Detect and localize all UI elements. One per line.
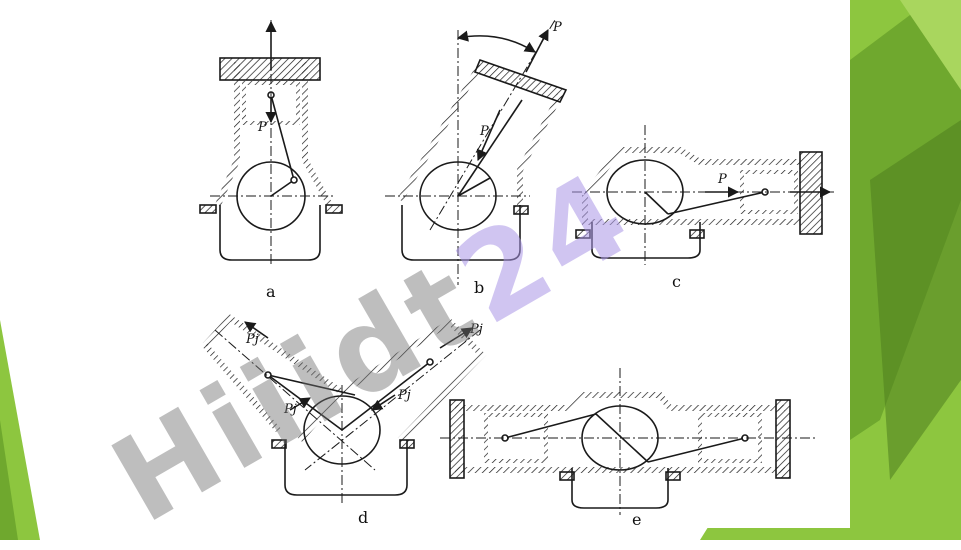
force-label-a: P: [258, 120, 267, 135]
engine-b: [385, 19, 568, 285]
force-label-d-left-inner: Pj: [284, 402, 297, 417]
engine-d-crankcase: [284, 440, 408, 496]
engine-d-rod-right: [341, 361, 431, 431]
engine-a-crankcase: [219, 205, 321, 261]
engine-a-crank-arm: [270, 179, 295, 197]
engine-b-force-arrow: [525, 29, 549, 73]
engine-c-conrod: [667, 191, 766, 215]
deco-corner-left-dark: [0, 420, 18, 540]
engine-b-wall-left: [397, 63, 483, 202]
engine-b-crankcase: [401, 205, 521, 261]
engine-a-cylinder-head: [219, 57, 321, 81]
engine-e-head-left: [449, 399, 465, 479]
engine-b-conrod: [457, 99, 523, 197]
engine-e-head-right: [775, 399, 791, 479]
label-a: a: [266, 282, 276, 301]
engine-a-bolt-left: [199, 204, 217, 214]
engine-c-piston: [740, 170, 798, 214]
engine-d-bank-right: [340, 318, 487, 443]
engine-a-block-wall-left: [215, 62, 240, 207]
force-label-c: P: [718, 172, 727, 187]
force-label-d-right-inner: Pj: [398, 388, 411, 403]
label-b: b: [474, 278, 485, 297]
engine-a: [199, 20, 343, 265]
engine-c-housing-top: [582, 147, 800, 197]
engine-c-cylinder-head: [799, 151, 823, 235]
engine-e-rod-left: [504, 413, 597, 439]
engine-a-conrod: [270, 94, 295, 181]
label-d: d: [358, 508, 369, 527]
engine-e: [440, 368, 815, 515]
engine-a-block-wall-right: [302, 62, 333, 207]
engine-d-force-left: [244, 321, 269, 339]
engine-b-cylinder-head: [473, 58, 568, 103]
force-label-d-right: Pj: [470, 322, 483, 337]
label-c: c: [672, 272, 681, 291]
deco-corner-left: [0, 320, 40, 540]
engine-d-force-right: [439, 327, 473, 349]
engine-e-rod-right: [647, 437, 746, 463]
engine-a-bolt-right: [325, 204, 343, 214]
engine-b-force-inner: [476, 109, 501, 162]
engine-d-bank-left-outer: [202, 343, 281, 432]
engine-b-angle-arc: [456, 30, 536, 53]
engine-d-axis-right: [304, 329, 481, 471]
engine-b-wall-right: [517, 93, 563, 205]
engine-d-bank-left: [202, 314, 347, 442]
engine-c-housing-bottom: [582, 195, 800, 225]
deco-band-light: [900, 0, 961, 90]
label-e: e: [632, 510, 642, 529]
engine-d: [202, 314, 487, 505]
engine-c: [572, 125, 835, 265]
force-label-b-top: P: [553, 20, 562, 35]
force-label-d-left: Pj: [246, 332, 259, 347]
engine-c-crankcase: [591, 222, 701, 259]
force-label-b-inner: P: [480, 124, 489, 139]
deco-band-shade: [870, 120, 961, 480]
